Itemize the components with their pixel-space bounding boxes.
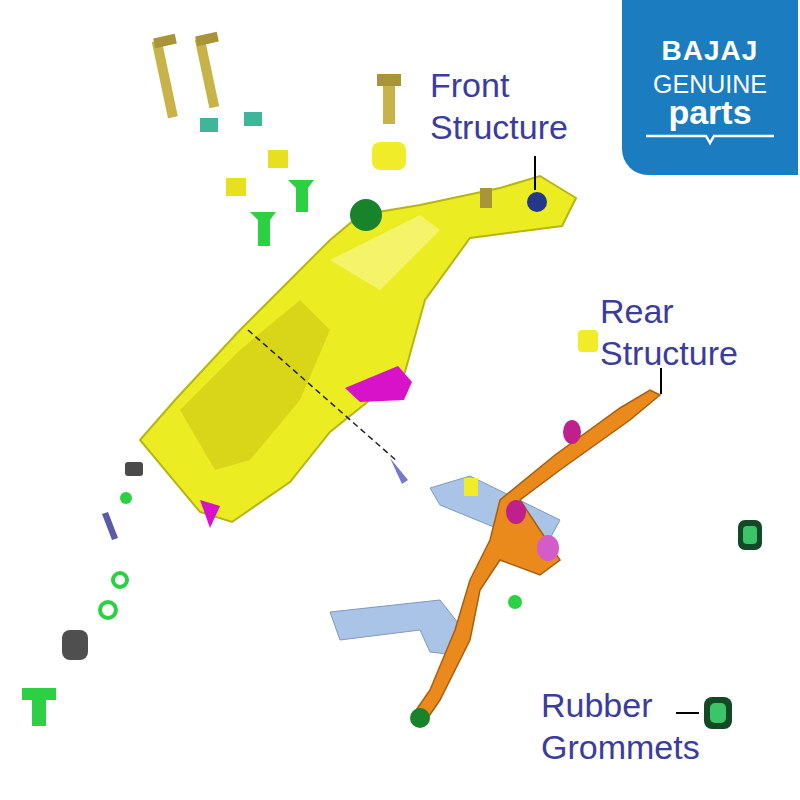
- screw: [390, 458, 408, 484]
- logo-badge: BAJAJGENUINEparts: [622, 0, 798, 175]
- front-structure: [140, 176, 576, 528]
- part-label: Rubber Grommets: [541, 684, 700, 768]
- assembly-line: [248, 330, 398, 462]
- logo-text: parts: [622, 94, 798, 131]
- part-label: Front Structure: [430, 64, 568, 148]
- leader-line: [535, 156, 699, 713]
- logo-underline: [640, 132, 780, 146]
- rubber-grommet: [704, 520, 762, 729]
- fastener-set: [22, 462, 143, 726]
- rear-structure: [330, 390, 660, 728]
- bolt: [152, 32, 401, 124]
- logo-text: BAJAJ: [622, 36, 798, 67]
- part-label: Rear Structure: [600, 290, 738, 374]
